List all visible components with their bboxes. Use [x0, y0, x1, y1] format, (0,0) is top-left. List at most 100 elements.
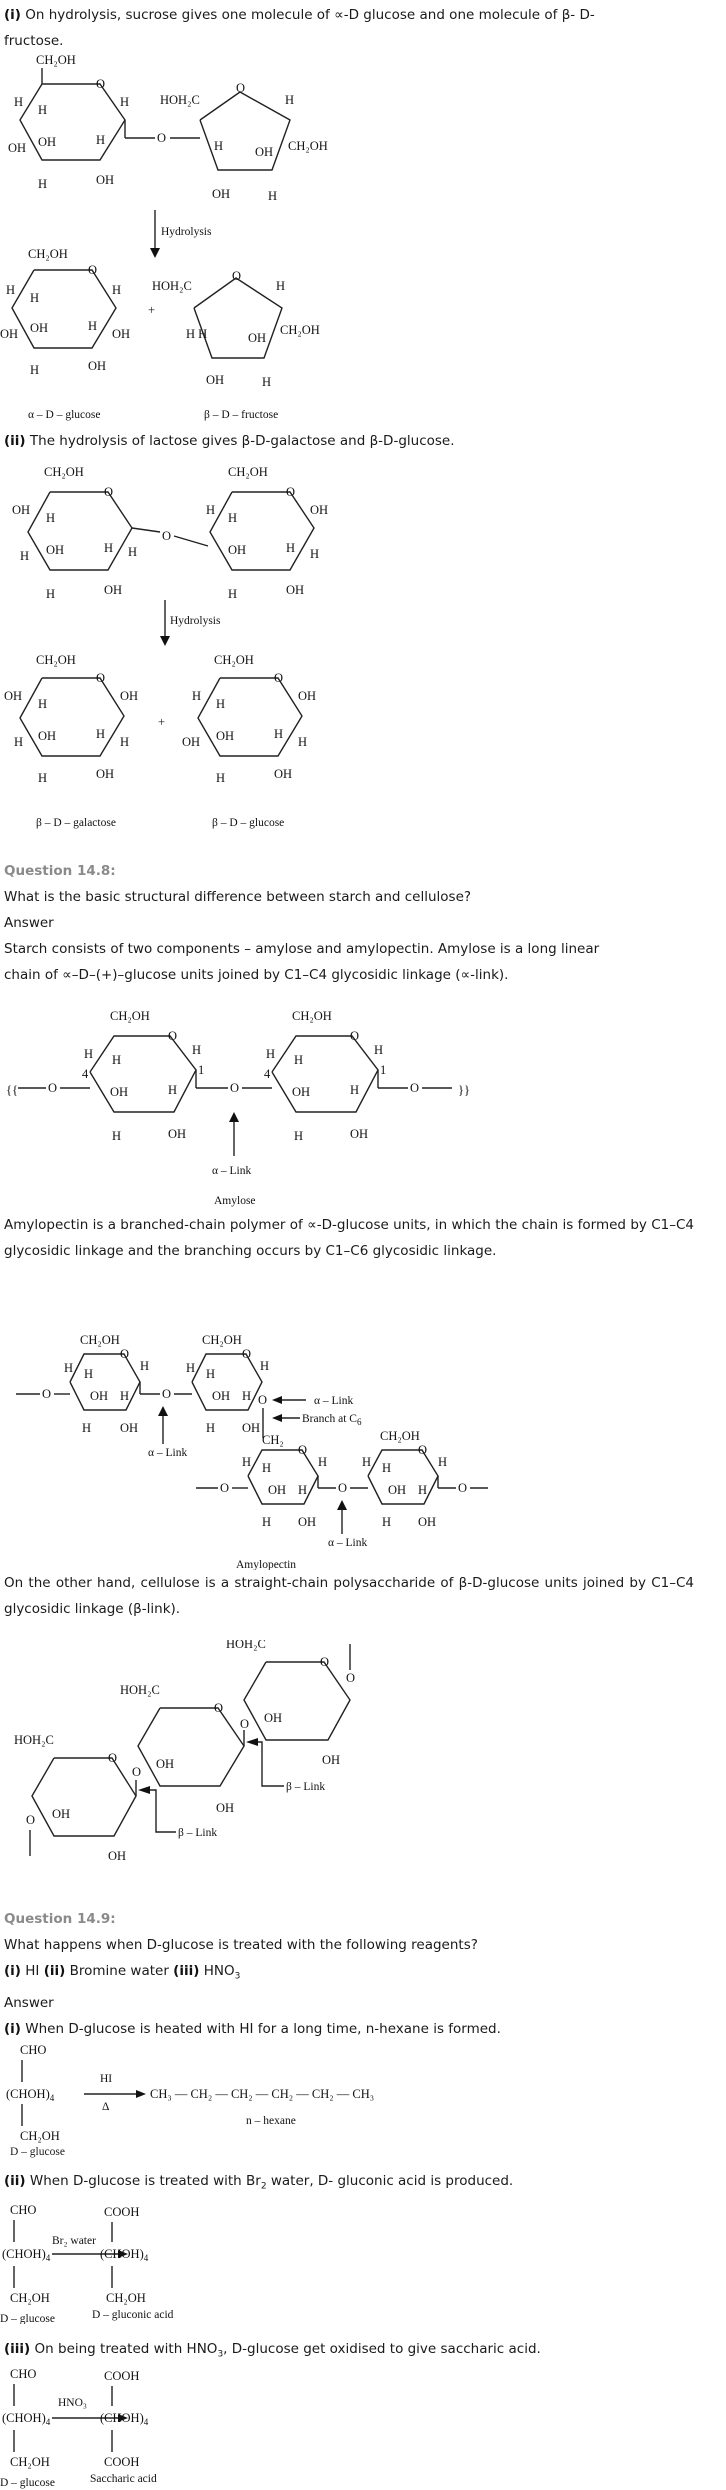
svg-text:+: +	[158, 715, 165, 729]
svg-text:(CHOH)4: (CHOH)4	[100, 2247, 149, 2263]
svg-text:H: H	[262, 375, 271, 389]
reagent-list: (i) HI (ii) Bromine water (iii) HNO3	[4, 1963, 241, 1982]
svg-text:OH: OH	[96, 767, 114, 781]
svg-text:O: O	[458, 1481, 467, 1495]
svg-text:H: H	[186, 1361, 195, 1375]
svg-text:α – D – glucose: α – D – glucose	[28, 409, 100, 421]
svg-text:β – D – fructose: β – D – fructose	[204, 409, 278, 421]
bromine-water-reaction-diagram: CHO (CHOH)4 CH₂OH Br₂ water COOH (CHOH)4…	[0, 2203, 174, 2324]
svg-text:O: O	[108, 1751, 117, 1765]
svg-text:β – D – glucose: β – D – glucose	[212, 817, 284, 829]
svg-text:(CHOH)4: (CHOH)4	[2, 2411, 51, 2427]
svg-text:O: O	[410, 1081, 419, 1095]
svg-text:CH₂OH: CH₂OH	[20, 2129, 60, 2143]
svg-text:OH: OH	[168, 1127, 186, 1141]
svg-text:COOH: COOH	[104, 2369, 139, 2383]
svg-text:O: O	[42, 1387, 51, 1401]
svg-text:OH: OH	[216, 729, 234, 743]
svg-text:Δ: Δ	[102, 2101, 109, 2113]
svg-text:H: H	[262, 1461, 271, 1475]
svg-text:CH₂OH: CH₂OH	[214, 653, 254, 667]
svg-text:OH: OH	[88, 359, 106, 373]
question-text: What is the basic structural difference …	[4, 889, 472, 905]
svg-text:OH: OH	[0, 327, 18, 341]
svg-text:O: O	[320, 1655, 329, 1669]
svg-text:Branch at C6: Branch at C6	[302, 1413, 362, 1427]
svg-text:HNO₃: HNO₃	[58, 2397, 87, 2409]
svg-text:H: H	[268, 189, 277, 203]
svg-text:1: 1	[380, 1063, 386, 1077]
svg-text:D – glucose: D – glucose	[0, 2313, 55, 2324]
svg-text:4: 4	[82, 1067, 89, 1081]
svg-text:O: O	[120, 1347, 129, 1361]
svg-text:α – Link: α – Link	[314, 1395, 353, 1407]
svg-text:H: H	[382, 1515, 391, 1529]
svg-text:O: O	[26, 1813, 35, 1827]
svg-text:H: H	[206, 1421, 215, 1435]
svg-text:(CHOH)4: (CHOH)4	[100, 2411, 149, 2427]
svg-text:HOH₂C: HOH₂C	[160, 93, 200, 107]
question-14-8-block: Question 14.8: What is the basic structu…	[4, 858, 599, 988]
svg-text:O: O	[298, 1443, 307, 1457]
answer-i-text: (i) When D-glucose is heated with HI for…	[4, 2020, 501, 2037]
svg-text:CHO: CHO	[10, 2367, 36, 2381]
answer-label: Answer	[4, 1994, 54, 2011]
svg-text:HOH₂C: HOH₂C	[226, 1640, 266, 1651]
svg-text:CH₂OH: CH₂OH	[36, 653, 76, 667]
svg-text:CH₂OH: CH₂OH	[202, 1333, 242, 1347]
amylopectin-paragraph: Amylopectin is a branched-chain polymer …	[4, 1217, 694, 1259]
svg-text:O: O	[286, 485, 295, 499]
svg-text:H: H	[294, 1053, 303, 1067]
svg-text:O: O	[168, 1029, 177, 1043]
svg-text:β – D – galactose: β – D – galactose	[36, 817, 116, 829]
svg-text:O: O	[88, 263, 97, 277]
svg-text:CH₂OH: CH₂OH	[288, 139, 328, 153]
svg-text:CH₂OH: CH₂OH	[228, 465, 268, 479]
svg-text:OH: OH	[52, 1807, 70, 1821]
svg-text:HOH₂C: HOH₂C	[14, 1733, 54, 1747]
svg-text:O: O	[338, 1481, 347, 1495]
svg-text:H: H	[266, 1047, 275, 1061]
svg-text:OH: OH	[156, 1757, 174, 1771]
svg-text:D – gluconic acid: D – gluconic acid	[92, 2309, 174, 2321]
cellulose-paragraph: On the other hand, cellulose is a straig…	[4, 1575, 694, 1617]
svg-text:CH₂OH: CH₂OH	[106, 2291, 146, 2305]
svg-text:H: H	[128, 545, 137, 559]
svg-text:H: H	[262, 1515, 271, 1529]
svg-text:OH: OH	[30, 321, 48, 335]
svg-text:H: H	[192, 1043, 201, 1057]
svg-text:H: H	[112, 1053, 121, 1067]
svg-text:H: H	[140, 1359, 149, 1373]
svg-text:H: H	[84, 1367, 93, 1381]
svg-text:H H: H H	[186, 327, 207, 341]
svg-text:H: H	[260, 1359, 269, 1373]
lactose-hydrolysis-text: (ii) The hydrolysis of lactose gives β-D…	[4, 433, 455, 449]
svg-text:OH: OH	[418, 1515, 436, 1529]
svg-text:H: H	[310, 547, 319, 561]
svg-text:α – Link: α – Link	[212, 1165, 251, 1177]
svg-text:OH: OH	[46, 543, 64, 557]
svg-text:H: H	[96, 133, 105, 147]
svg-text:O: O	[346, 1671, 355, 1685]
svg-text:H: H	[206, 1367, 215, 1381]
svg-text:H: H	[242, 1389, 251, 1403]
svg-text:H: H	[112, 283, 121, 297]
svg-text:OH: OH	[212, 1389, 230, 1403]
svg-text:(CHOH)4: (CHOH)4	[2, 2247, 51, 2263]
svg-text:O: O	[96, 671, 105, 685]
svg-text:}}: }}	[458, 1083, 470, 1097]
svg-text:OH: OH	[108, 1849, 126, 1863]
svg-text:H: H	[38, 771, 47, 785]
svg-text:(CHOH)4: (CHOH)4	[6, 2087, 55, 2103]
nitric-acid-reaction-diagram: CHO (CHOH)4 CH₂OH HNO₃ COOH (CHOH)4 COOH…	[0, 2367, 157, 2489]
svg-text:H: H	[38, 177, 47, 191]
svg-text:1: 1	[198, 1063, 204, 1077]
svg-text:OH: OH	[38, 729, 56, 743]
svg-text:OH: OH	[206, 373, 224, 387]
svg-text:H: H	[64, 1361, 73, 1375]
svg-text:OH: OH	[248, 331, 266, 345]
question-heading: Question 14.8:	[4, 863, 116, 879]
svg-text:OH: OH	[274, 767, 292, 781]
svg-text:O: O	[230, 1081, 239, 1095]
